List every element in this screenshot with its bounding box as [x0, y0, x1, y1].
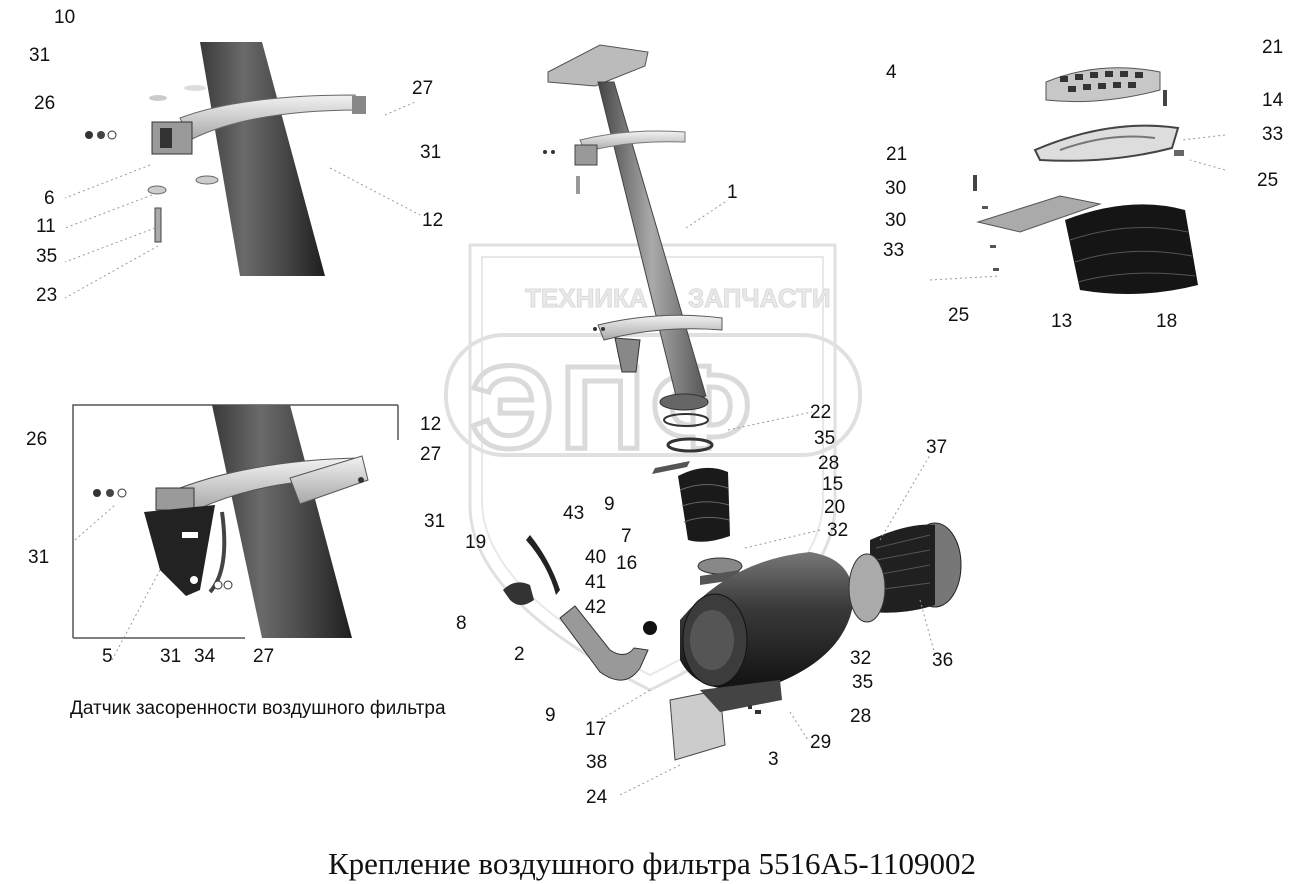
callout-8: 8 — [456, 613, 467, 634]
watermark-top-right: ЗАПЧАСТИ — [688, 283, 831, 313]
detail-top-left — [64, 42, 421, 299]
callout-14: 14 — [1262, 90, 1284, 111]
detail-lower-left — [72, 404, 399, 661]
callout-33: 33 — [883, 240, 905, 261]
callout-30: 30 — [885, 210, 907, 231]
callout-23: 23 — [36, 285, 58, 306]
callout-31: 31 — [420, 142, 442, 163]
callout-26: 26 — [26, 429, 48, 450]
callout-35: 35 — [852, 672, 874, 693]
callout-12: 12 — [422, 210, 444, 231]
callout-30: 30 — [885, 178, 907, 199]
callout-25: 25 — [1257, 170, 1279, 191]
callout-36: 36 — [932, 650, 954, 671]
callout-21: 21 — [886, 144, 908, 165]
callout-24: 24 — [586, 787, 608, 808]
callout-29: 29 — [810, 732, 832, 753]
watermark-logo: ТЕХНИКА ЗАПЧАСТИ ЭПФ — [444, 243, 862, 692]
air-filter-assembly — [503, 411, 962, 796]
callout-12: 12 — [420, 414, 442, 435]
callout-9: 9 — [604, 494, 615, 515]
callout-10: 10 — [54, 7, 76, 28]
drawing-title: Крепление воздушного фильтра 5516А5-1109… — [327, 846, 977, 881]
sensor-caption: Датчик засоренности воздушного фильтра — [70, 698, 446, 719]
callout-1: 1 — [727, 182, 738, 203]
callout-21: 21 — [1262, 37, 1284, 58]
callout-38: 38 — [586, 752, 608, 773]
callout-35: 35 — [814, 428, 836, 449]
callout-28: 28 — [818, 453, 840, 474]
callout-16: 16 — [616, 553, 638, 574]
air-intake-pipe — [543, 44, 729, 474]
callout-31: 31 — [28, 547, 50, 568]
callout-37: 37 — [926, 437, 948, 458]
callout-34: 34 — [194, 646, 216, 667]
callout-15: 15 — [822, 474, 844, 495]
callout-22: 22 — [810, 402, 832, 423]
callout-25: 25 — [948, 305, 970, 326]
callout-31: 31 — [29, 45, 51, 66]
callout-2: 2 — [514, 644, 525, 665]
callout-17: 17 — [585, 719, 607, 740]
callout-13: 13 — [1051, 311, 1073, 332]
callout-3: 3 — [768, 749, 779, 770]
callout-18: 18 — [1156, 311, 1178, 332]
callout-27: 27 — [420, 444, 442, 465]
callout-31: 31 — [160, 646, 182, 667]
callout-7: 7 — [621, 526, 632, 547]
callout-40: 40 — [585, 547, 607, 568]
callout-4: 4 — [886, 62, 897, 83]
detail-top-right — [929, 67, 1226, 294]
callout-27: 27 — [253, 646, 275, 667]
callout-42: 42 — [585, 597, 607, 618]
callout-35: 35 — [36, 246, 58, 267]
callout-11: 11 — [36, 216, 56, 237]
callout-19: 19 — [465, 532, 487, 553]
callout-5: 5 — [102, 646, 113, 667]
watermark-top-left: ТЕХНИКА — [525, 283, 648, 313]
callout-32: 32 — [850, 648, 872, 669]
callout-33: 33 — [1262, 124, 1284, 145]
callout-6: 6 — [44, 188, 55, 209]
callout-31: 31 — [424, 511, 446, 532]
watermark-logo-letters: ЭПФ — [470, 342, 757, 474]
callout-9: 9 — [545, 705, 556, 726]
callout-27: 27 — [412, 78, 434, 99]
callout-26: 26 — [34, 93, 56, 114]
callout-43: 43 — [563, 503, 585, 524]
callout-20: 20 — [824, 497, 846, 518]
callout-28: 28 — [850, 706, 872, 727]
callout-32: 32 — [827, 520, 849, 541]
callout-41: 41 — [585, 572, 607, 593]
